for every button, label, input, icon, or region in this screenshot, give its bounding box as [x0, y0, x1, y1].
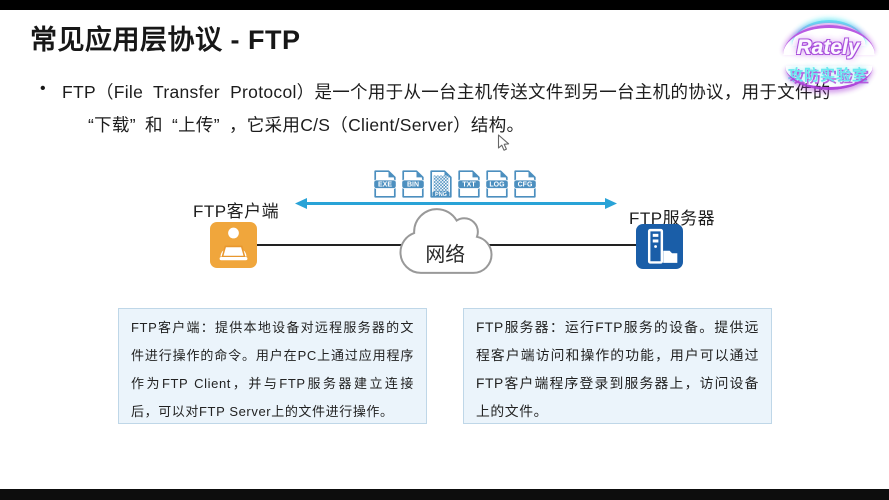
file-type-icon-row: EXE BIN PNG TXT [373, 170, 537, 198]
ftp-server-icon [636, 224, 683, 269]
network-cloud: 网络 [399, 206, 493, 281]
file-log-icon: LOG [485, 170, 509, 198]
slide-title: 常见应用层协议 - FTP [30, 25, 301, 55]
file-exe-icon: EXE [373, 170, 397, 198]
svg-text:LOG: LOG [489, 182, 505, 189]
bullet-marker: • [40, 80, 46, 97]
logo-brand-text: Rately [796, 36, 860, 59]
network-cloud-label: 网络 [425, 243, 465, 266]
bullet-text-line2: “下载” 和 “上传” ，它采用C/S（Client/Server）结构。 [88, 115, 525, 135]
bullet-text-line1: FTP（File Transfer Protocol）是一个用于从一台主机传送文… [62, 82, 831, 102]
rately-logo: Rately 攻防实验室 [768, 20, 888, 90]
logo-arc-bottom-icon [785, 66, 873, 90]
svg-text:TXT: TXT [462, 182, 476, 189]
transfer-arrow-icon [295, 198, 617, 209]
file-txt-icon: TXT [457, 170, 481, 198]
file-png-icon: PNG [430, 170, 452, 198]
svg-text:CFG: CFG [518, 182, 533, 189]
logo-arc-top-icon [792, 20, 866, 46]
svg-text:BIN: BIN [407, 182, 419, 189]
ftp-client-icon [210, 222, 257, 268]
svg-text:EXE: EXE [378, 182, 392, 189]
letterbox-top [0, 0, 889, 10]
client-node-label: FTP客户端 [193, 202, 280, 221]
server-info-box: FTP服务器：运行FTP服务的设备。提供远程客户端访问和操作的功能，用户可以通过… [463, 308, 772, 424]
server-info-text: FTP服务器：运行FTP服务的设备。提供远程客户端访问和操作的功能，用户可以通过… [476, 320, 759, 419]
svg-text:PNG: PNG [435, 192, 447, 198]
client-info-text: FTP客户端：提供本地设备对远程服务器的文件进行操作的命令。用户在PC上通过应用… [131, 320, 414, 419]
letterbox-bottom [0, 489, 889, 500]
file-bin-icon: BIN [401, 170, 425, 198]
server-node-label: FTP服务器 [629, 209, 716, 228]
logo-arc-mid-icon [783, 25, 875, 55]
mouse-cursor-icon [497, 134, 510, 151]
file-cfg-icon: CFG [513, 170, 537, 198]
client-info-box: FTP客户端：提供本地设备对远程服务器的文件进行操作的命令。用户在PC上通过应用… [118, 308, 427, 424]
